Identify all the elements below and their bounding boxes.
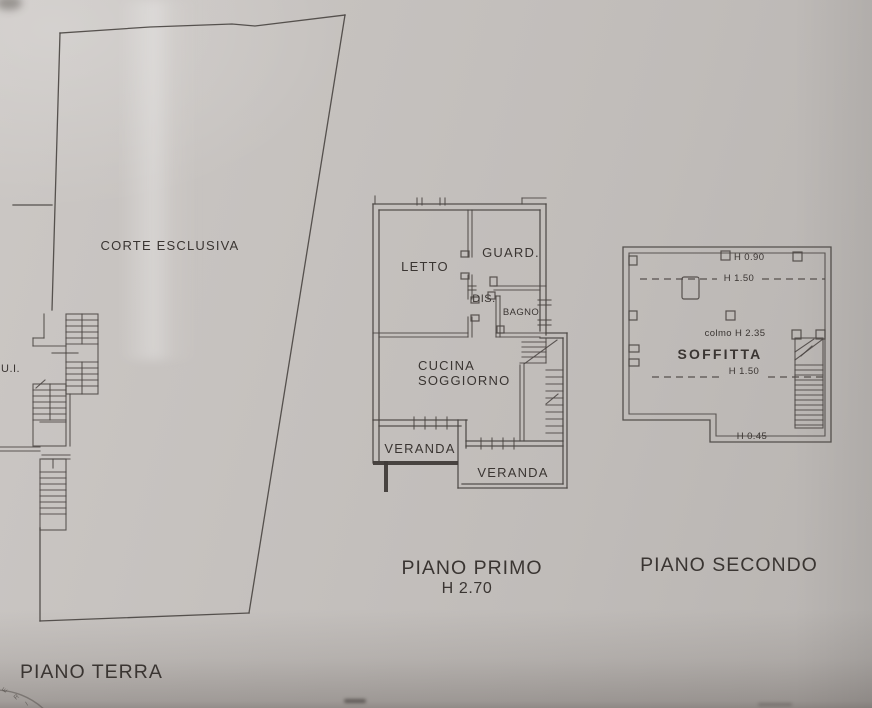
plan-piano-terra: U.I. CORTE ESCLUSIVA PIANO TERRA E R I <box>0 14 346 708</box>
stamp-letter: R <box>13 693 21 702</box>
room-label-bagno: BAGNO <box>503 307 539 318</box>
height-marker-square <box>791 329 802 340</box>
annotation-h150-upper: H 1.50 <box>724 273 754 284</box>
room-label-veranda-bottom: VERANDA <box>477 465 548 480</box>
lot-boundary-left-upper <box>51 32 61 311</box>
annotation-h150-lower: H 1.50 <box>729 366 759 377</box>
room-label-soffitta: SOFFITTA <box>678 346 763 362</box>
height-marker-square <box>725 310 736 321</box>
annotation-h090: H 0.90 <box>734 252 764 263</box>
unit-label: U.I. <box>1 363 20 375</box>
stamp-letter: I <box>24 701 29 708</box>
plan-piano-secondo: H 0.90 H 1.50 colmo H 2.35 SOFFITTA H 1.… <box>622 246 832 576</box>
ground-floor-title: PIANO TERRA <box>20 661 163 683</box>
first-floor-title: PIANO PRIMO <box>401 557 542 579</box>
plan-piano-primo: LETTO GUARD. DIS. BAGNO CUCINA SOGGIORNO… <box>372 195 568 597</box>
corner-shadow <box>0 0 22 10</box>
lot-boundary-top <box>59 14 346 34</box>
veranda-left-pier <box>384 461 388 492</box>
first-floor-stairs <box>519 338 564 442</box>
annotation-h045: H 0.45 <box>737 431 767 442</box>
attic-inner-wall <box>628 252 826 437</box>
veranda-left-parapet <box>373 461 458 465</box>
skylight <box>681 276 700 300</box>
room-label-veranda-left: VERANDA <box>384 441 455 456</box>
room-label-dis: DIS. <box>472 293 495 305</box>
ground-floor-stairs <box>0 313 99 531</box>
lot-boundary-right <box>248 14 346 614</box>
height-marker-square <box>720 250 731 261</box>
room-label-guard: GUARD. <box>482 245 540 260</box>
annotation-colmo: colmo H 2.35 <box>705 328 766 339</box>
stamp-letter: E <box>1 686 10 694</box>
room-label-letto: LETTO <box>401 259 449 274</box>
scan-smudge <box>344 699 366 703</box>
room-label-cucina-1: CUCINA <box>418 358 475 373</box>
lot-boundary-bottom <box>39 612 250 622</box>
stamp-partial: E R I <box>0 686 44 708</box>
scan-smudge <box>758 703 792 706</box>
second-floor-title: PIANO SECONDO <box>640 554 818 576</box>
court-label: CORTE ESCLUSIVA <box>101 238 240 253</box>
height-marker-square <box>815 329 826 340</box>
second-floor-stairs <box>794 337 824 429</box>
first-floor-height: H 2.70 <box>442 580 493 597</box>
height-marker-square <box>792 251 803 262</box>
room-label-cucina-2: SOGGIORNO <box>418 373 510 388</box>
attic-outer-wall <box>622 246 832 443</box>
